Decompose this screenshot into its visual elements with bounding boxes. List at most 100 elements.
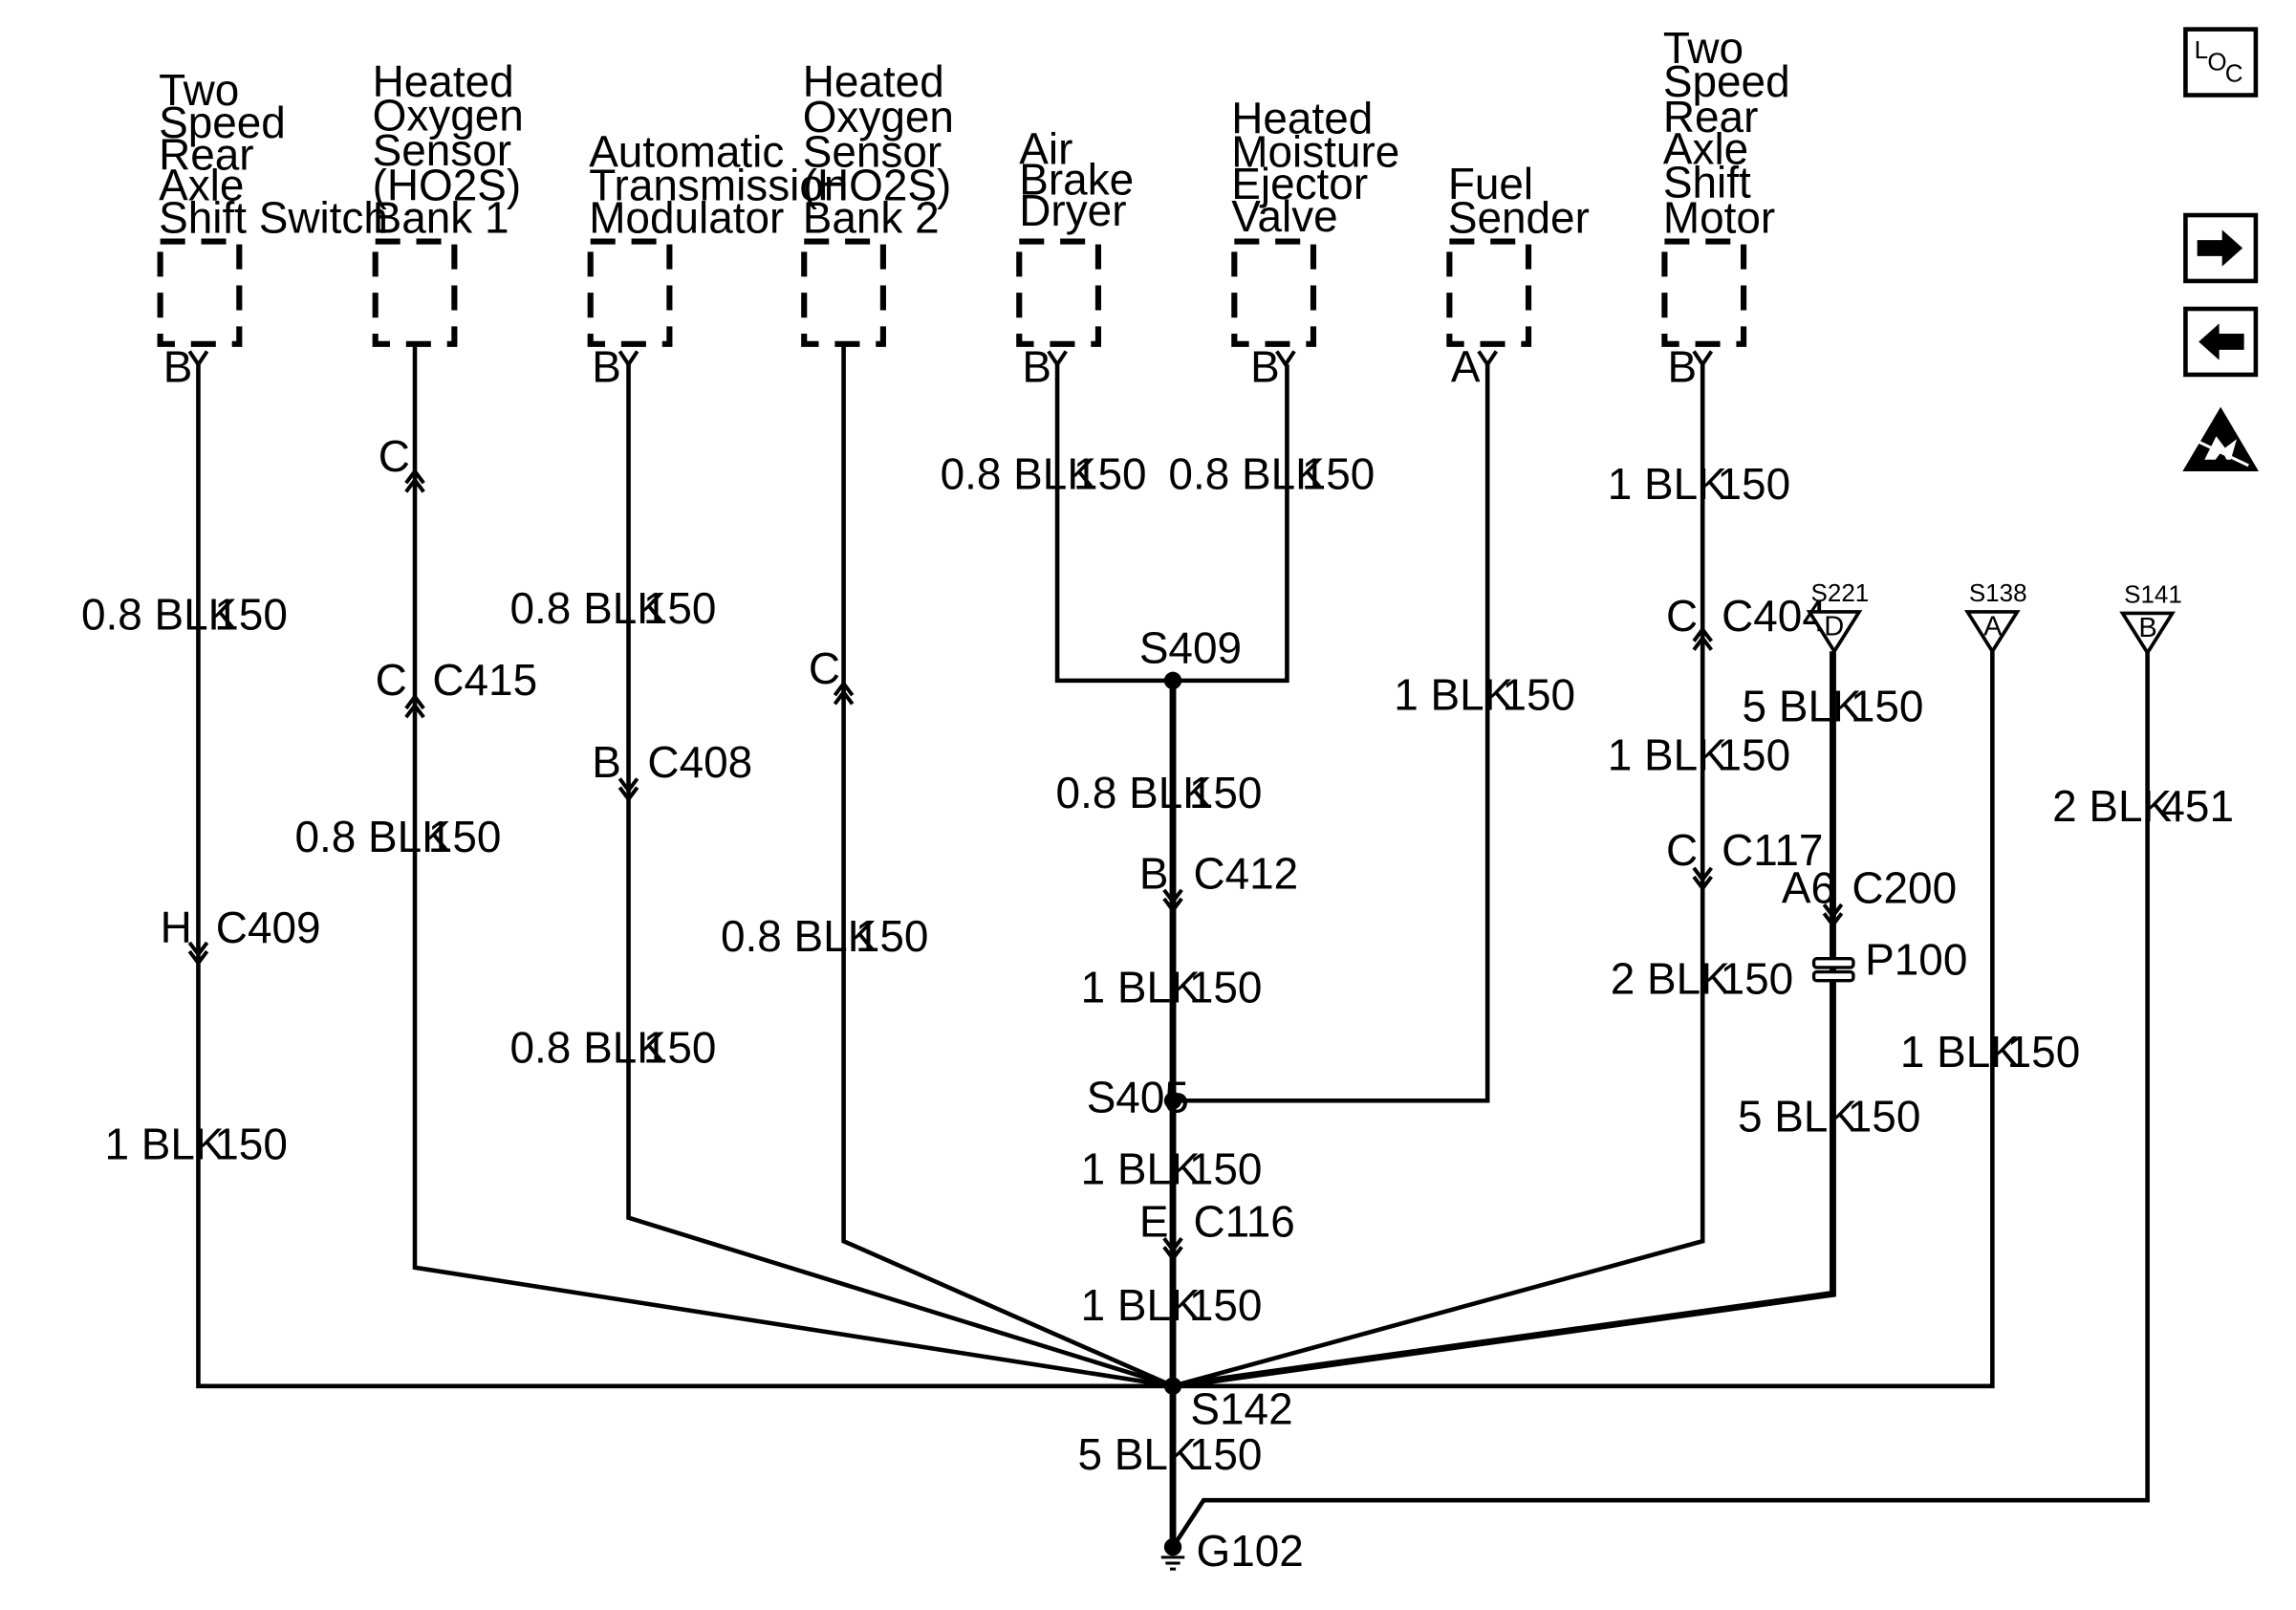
location-button[interactable]: L O C (2183, 27, 2259, 98)
arrow-right-icon (2197, 229, 2243, 267)
svg-text:Shift Switch: Shift Switch (159, 192, 388, 242)
svg-text:B: B (2138, 613, 2156, 643)
esd-warning-icon (2182, 406, 2259, 471)
offpage-ref-s141[interactable]: S141 B (2119, 580, 2182, 657)
splice-label: S409 (1139, 623, 1242, 673)
wire-circuit: 150 (1189, 1144, 1263, 1194)
component-box-two-speed-rear-axle-shift-switch (157, 238, 243, 347)
wire-gauge: 0.8 BLK (510, 583, 667, 633)
svg-text:Oxygen: Oxygen (803, 92, 954, 141)
svg-text:Shift: Shift (1663, 158, 1751, 207)
wire-circuit: 150 (1189, 768, 1263, 817)
svg-text:Heated: Heated (1231, 93, 1373, 142)
svg-text:Transmission: Transmission (589, 161, 848, 210)
wire-circuit: 451 (2160, 781, 2234, 831)
connector-name: C404 (1722, 591, 1827, 641)
connector-pin: E (1139, 1197, 1169, 1247)
svg-text:S221: S221 (1811, 578, 1870, 607)
svg-text:Heated: Heated (373, 56, 514, 106)
previous-page-button[interactable] (2183, 306, 2259, 378)
svg-text:L: L (2195, 35, 2208, 64)
svg-text:Valve: Valve (1231, 191, 1337, 241)
component-label-two-speed-rear-axle-shift-motor: Two Speed Rear Axle Shift Motor (1663, 23, 1790, 243)
wire-gauge: 5 BLK (1738, 1091, 1857, 1141)
wire-gauge: 0.8 BLK (1056, 768, 1213, 817)
pin-label: A (1451, 342, 1481, 392)
component-box-automatic-transmission-modulator (587, 238, 673, 347)
wire-gauge: 1 BLK (1608, 459, 1727, 509)
connector-pin: C (809, 643, 840, 693)
connector-pin: H (161, 903, 192, 952)
component-label-ho2s-bank-1: Heated Oxygen Sensor (HO2S) Bank 1 (373, 56, 524, 242)
connector-name: C408 (647, 737, 752, 787)
svg-text:Brake: Brake (1019, 155, 1134, 205)
svg-text:Axle: Axle (1663, 123, 1748, 173)
connector-pin: B (1139, 848, 1169, 898)
pin-label: B (1250, 342, 1280, 392)
component-label-air-brake-dryer: Air Brake Dryer (1019, 123, 1134, 234)
offpage-ref-s138[interactable]: S138 A (1963, 578, 2027, 655)
wire-circuit: 150 (1189, 963, 1263, 1012)
pin-label: B (163, 342, 193, 392)
component-label-heated-moisture-ejector-valve: Heated Moisture Ejector Valve (1231, 93, 1399, 241)
wire-gauge: 0.8 BLK (294, 812, 451, 861)
svg-text:Two: Two (1663, 23, 1744, 73)
wire-circuit: 150 (643, 583, 717, 633)
arrow-left-icon (2199, 323, 2244, 360)
wire-fuel-sender (1173, 364, 1490, 1103)
svg-text:Fuel: Fuel (1448, 159, 1533, 208)
connector-pin: A6 (1782, 863, 1835, 913)
pin-label: B (1667, 342, 1697, 392)
svg-text:Bank 2: Bank 2 (803, 192, 940, 242)
wire-s141 (1171, 651, 2150, 1549)
wire-gauge: 1 BLK (1608, 729, 1727, 779)
component-label-ho2s-bank-2: Heated Oxygen Sensor (HO2S) Bank 2 (803, 56, 954, 242)
svg-text:O: O (2207, 47, 2226, 76)
wire-gauge: 2 BLK (2052, 781, 2172, 831)
wire-circuit: 150 (2007, 1027, 2081, 1077)
connector-name: C116 (1193, 1197, 1294, 1247)
connector-name: C200 (1852, 863, 1957, 913)
svg-text:(HO2S): (HO2S) (373, 161, 522, 210)
wire-circuit: 150 (643, 1022, 717, 1072)
svg-text:A: A (1983, 611, 2003, 642)
component-box-ho2s-bank-1 (372, 238, 458, 347)
wire-circuit: 150 (1721, 953, 1794, 1003)
svg-text:Sensor: Sensor (373, 125, 511, 175)
connector-name: C412 (1193, 848, 1298, 898)
wire-gauge: 2 BLK (1611, 953, 1730, 1003)
svg-text:Sensor: Sensor (803, 127, 942, 177)
component-label-automatic-transmission-modulator: Automatic Transmission Modulator (589, 127, 848, 243)
wire-gauge: 1 BLK (104, 1119, 224, 1168)
svg-text:Rear: Rear (159, 130, 254, 180)
connector-pin: C (379, 431, 410, 481)
wire-gauge: 5 BLK (1078, 1429, 1198, 1479)
wire-gauge: 0.8 BLK (721, 911, 877, 961)
svg-text:Rear: Rear (1663, 92, 1759, 141)
component-box-heated-moisture-ejector-valve (1231, 238, 1317, 347)
ground-icon (1160, 1556, 1185, 1571)
component-label-fuel-sender: Fuel Sender (1448, 159, 1590, 242)
svg-text:Moisture: Moisture (1231, 127, 1399, 177)
svg-text:Oxygen: Oxygen (373, 90, 524, 140)
pin-label: B (592, 342, 621, 392)
pass-through-label: P100 (1865, 935, 1967, 985)
connector-name: C409 (216, 903, 321, 952)
next-page-button[interactable] (2183, 212, 2259, 284)
wire-labels: 0.8 BLK 150 1 BLK 150 0.8 BLK 150 0.8 BL… (81, 448, 2234, 1479)
svg-text:Sender: Sender (1448, 192, 1590, 242)
wire-circuit: 150 (1851, 682, 1924, 731)
component-box-ho2s-bank-2 (801, 238, 886, 347)
splice-dot-s405 (1163, 1092, 1182, 1110)
splice-label: S405 (1087, 1072, 1189, 1121)
wire-gauge: 1 BLK (1394, 669, 1513, 719)
svg-text:Two: Two (159, 65, 239, 115)
wire-circuit: 150 (428, 812, 502, 861)
svg-text:Dryer: Dryer (1019, 185, 1126, 235)
svg-text:Motor: Motor (1663, 192, 1775, 242)
offpage-ref-s221[interactable]: S221 D (1806, 578, 1870, 655)
pin-label: B (1022, 342, 1051, 392)
svg-text:Modulator: Modulator (589, 192, 784, 242)
svg-text:D: D (1824, 611, 1844, 642)
